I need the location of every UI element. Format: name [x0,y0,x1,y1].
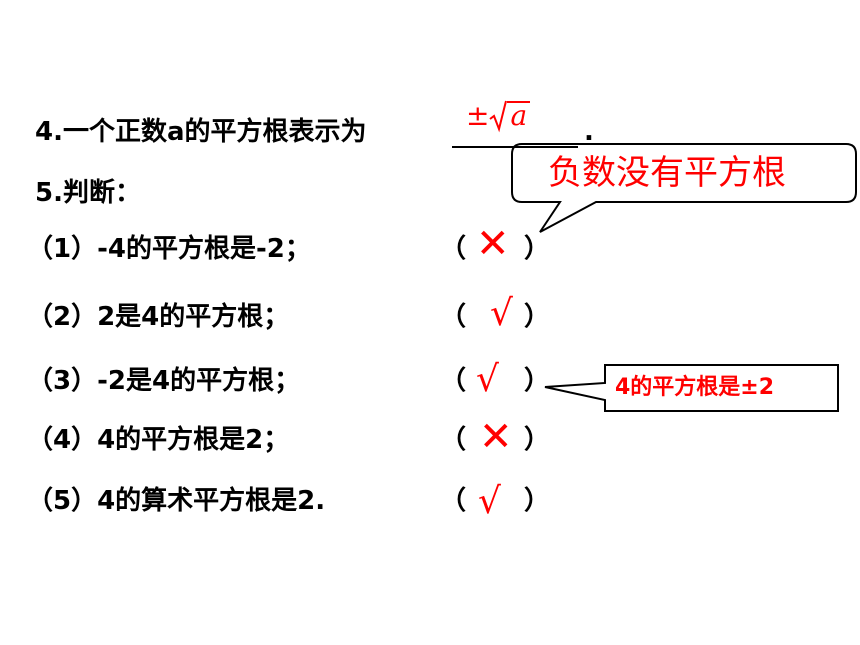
judge-item-1-text: （1）-4的平方根是-2； [27,234,311,264]
judge-item-5-open: （ [440,486,467,516]
judge-item-2-open: （ [440,302,467,332]
radical-bar: a [507,101,531,130]
judge-item-5-text: （5）4的算术平方根是2. [27,486,326,516]
judge-item-5-close: ） [524,486,551,516]
radical-icon [489,100,508,133]
judge-item-4-close: ） [524,425,551,455]
judge-item-2-close: ） [524,302,551,332]
judge-item-3-open: （ [440,366,467,396]
judge-item-4-text: （4）4的平方根是2； [27,425,290,455]
callout-negative-bubble [511,143,857,233]
question-4-blank [452,146,578,148]
question-4-period: . [584,117,594,147]
check-icon: √ [478,481,501,522]
cross-icon: ✕ [479,414,513,460]
question-4-answer: ±a [466,99,531,133]
check-icon: √ [476,359,499,400]
question-4-text: 4.一个正数a的平方根表示为 [35,117,367,147]
judge-item-3-close: ） [524,366,551,396]
callout-four-text: 4的平方根是±2 [615,375,775,400]
question-5-label: 5.判断： [35,178,141,208]
judge-item-1-open: （ [440,234,467,264]
plus-minus-sign: ± [466,99,490,132]
check-icon: √ [490,293,513,334]
judge-item-1-close: ） [524,234,551,264]
judge-item-4-open: （ [440,425,467,455]
judge-item-3-text: （3）-2是4的平方根； [27,366,301,396]
cross-icon: ✕ [476,221,510,267]
callout-four-bubble [544,364,839,412]
callout-negative-text: 负数没有平方根 [548,153,786,193]
judge-item-2-text: （2）2是4的平方根； [27,302,290,332]
